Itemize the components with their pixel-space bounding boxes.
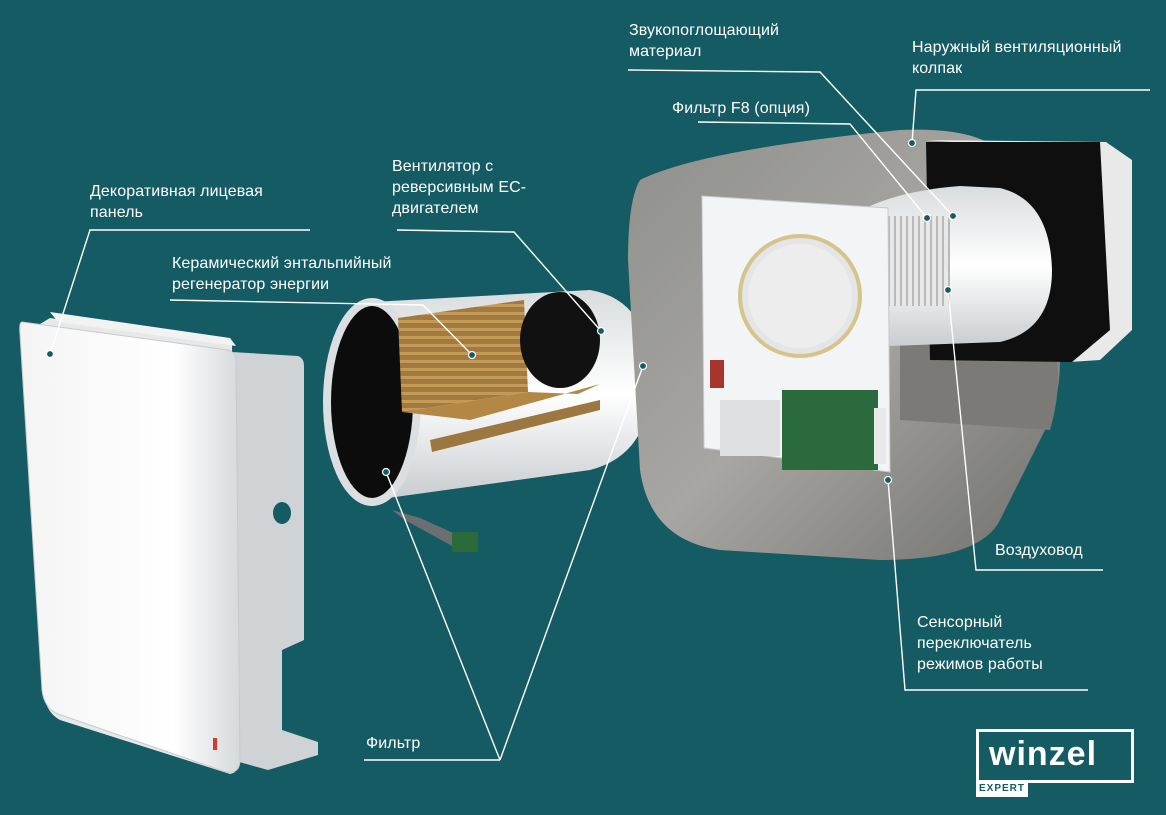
label-filter-f8: Фильтр F8 (опция) bbox=[672, 100, 810, 117]
leader-duct bbox=[947, 289, 1103, 571]
dot-duct bbox=[943, 285, 953, 295]
label-sound-absorbing: Звукопоглощающий материал bbox=[629, 22, 780, 60]
label-filter: Фильтр bbox=[366, 735, 421, 752]
leader-fan bbox=[396, 229, 602, 332]
leader-front-panel bbox=[49, 229, 310, 355]
leader-hood bbox=[911, 89, 1150, 144]
dot-switch bbox=[883, 475, 893, 485]
dot-filter-f8 bbox=[922, 213, 932, 223]
dot-filter-a bbox=[381, 467, 391, 477]
leader-filter-a bbox=[385, 471, 501, 761]
dot-sound bbox=[948, 211, 958, 221]
dot-fan bbox=[596, 326, 606, 336]
brand-subtitle: EXPERT bbox=[976, 781, 1028, 797]
label-front-panel: Декоративная лицевая панель bbox=[90, 183, 263, 221]
brand-name: winzel bbox=[989, 735, 1098, 773]
dot-filter-b bbox=[638, 361, 648, 371]
front-panel-illustration bbox=[19, 312, 318, 774]
label-air-duct: Воздуховод bbox=[995, 542, 1083, 559]
dot-ceramic bbox=[467, 350, 477, 360]
leader-lines bbox=[49, 69, 1150, 761]
label-fan-ec: Вентилятор с реверсивным ЕС-двигателем bbox=[392, 158, 527, 217]
leader-ceramic bbox=[169, 299, 473, 356]
regenerator-cylinder-illustration bbox=[323, 290, 652, 552]
brand-logo: winzel bbox=[976, 729, 1134, 783]
label-touch-switch: Сенсорный переключатель режимов работы bbox=[917, 614, 1043, 673]
wall-unit-illustration bbox=[628, 129, 1132, 560]
leader-switch bbox=[887, 479, 1088, 691]
label-ceramic-regenerator: Керамический энтальпийный регенератор эн… bbox=[172, 255, 392, 293]
dot-front-panel bbox=[45, 349, 55, 359]
leader-sound bbox=[627, 69, 954, 217]
dot-hood bbox=[907, 138, 917, 148]
leader-filter-b bbox=[499, 365, 644, 761]
leader-filter-f8 bbox=[697, 121, 928, 219]
label-outer-hood: Наружный вентиляционный колпак bbox=[912, 39, 1122, 77]
leader-dots bbox=[45, 138, 958, 485]
